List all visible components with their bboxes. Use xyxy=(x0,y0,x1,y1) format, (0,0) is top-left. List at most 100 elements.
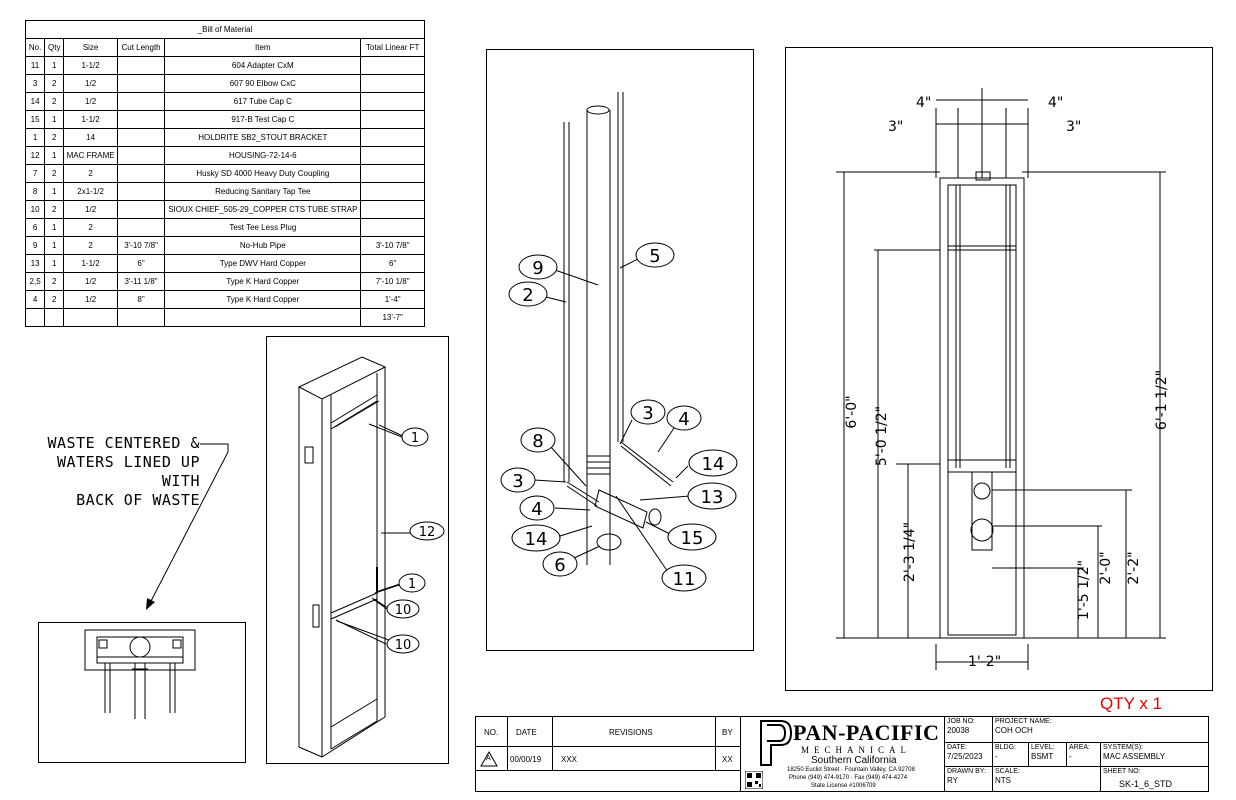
company-phone: Phone (949) 474-9170 · Fax (949) 474-427… xyxy=(789,775,908,781)
bom-cell: 13'-7" xyxy=(360,308,425,327)
top-view-drawing xyxy=(84,629,196,719)
svg-text:1: 1 xyxy=(408,577,416,592)
note-text: WASTE CENTERED & WATERS LINED UP WITH BA… xyxy=(40,434,200,510)
dim-2-3-quarter: 2'-3 1/4" xyxy=(902,522,918,582)
frame-callout-1: 1 xyxy=(368,423,429,447)
callout-11: 11 xyxy=(673,569,696,590)
bom-cell xyxy=(44,308,65,327)
dim-2-0: 2'-0" xyxy=(1098,551,1114,584)
callout-13: 13 xyxy=(701,487,724,508)
project-name-label: PROJECT NAME: xyxy=(995,718,1052,725)
bom-cell: Type K Hard Copper xyxy=(164,272,362,291)
dim-5-0-half: 5'-0 1/2" xyxy=(874,406,890,466)
bom-cell: 14 xyxy=(24,92,46,111)
bom-cell xyxy=(24,308,46,327)
bom-row: 13'-7" xyxy=(24,308,425,327)
level-value: BSMT xyxy=(1031,752,1054,761)
dim-2-2: 2'-2" xyxy=(1126,551,1142,584)
callout-4a: 4 xyxy=(678,409,689,430)
svg-text:12: 12 xyxy=(419,525,436,540)
area-value: - xyxy=(1069,752,1072,761)
system-value: MAC ASSEMBLY xyxy=(1103,752,1166,761)
bom-cell: 6 xyxy=(24,218,46,237)
dimension-view xyxy=(785,47,1213,691)
callout-6: 6 xyxy=(554,555,565,576)
bldg-value: - xyxy=(995,752,998,761)
callout-3a: 3 xyxy=(642,403,653,424)
callout-2: 2 xyxy=(522,285,533,306)
rev-header-no: NO. xyxy=(484,728,499,737)
callout-14a: 14 xyxy=(702,454,725,475)
callout-15: 15 xyxy=(681,528,704,549)
dim-top-left-4: 4" xyxy=(916,95,931,111)
area-label: AREA: xyxy=(1069,744,1091,751)
bom-cell: 2 xyxy=(44,164,65,183)
callout-8: 8 xyxy=(532,431,543,452)
mac-frame-drawing xyxy=(297,356,407,758)
system-label: SYSTEM(S): xyxy=(1103,744,1144,751)
bom-cell: 11 xyxy=(24,56,46,75)
exploded-callouts: 9 5 2 3 4 8 3 14 4 13 14 15 6 xyxy=(500,242,738,592)
level-label: LEVEL: xyxy=(1031,744,1055,751)
callout-9: 9 xyxy=(532,258,543,279)
dimension-drawing xyxy=(836,88,1166,670)
rev-row-revisions: XXX xyxy=(561,755,578,764)
dim-1-2: 1'-2" xyxy=(968,654,1001,670)
note-line-1: WASTE CENTERED & xyxy=(47,434,200,452)
rev-row-by: XX xyxy=(722,755,733,764)
bom-cell: 1 xyxy=(44,146,65,165)
top-view-frame xyxy=(38,622,246,763)
qr-code-icon xyxy=(745,771,763,789)
bom-header-row: No. Qty Size Cut Length Item Total Linea… xyxy=(24,38,425,57)
job-no-value: 20038 xyxy=(947,726,970,735)
company-monogram-icon xyxy=(760,720,793,766)
company-address: 18250 Euclid Street · Fountain Valley, C… xyxy=(787,767,915,773)
rev-row-date: 00/00/19 xyxy=(510,755,542,764)
callout-14b: 14 xyxy=(525,529,548,550)
drawn-by-value: RY xyxy=(947,776,958,785)
frame-callout-1b: 1 xyxy=(375,573,426,593)
job-no-label: JOB NO: xyxy=(947,718,976,725)
callout-4b: 4 xyxy=(531,499,542,520)
scale-label: SCALE: xyxy=(995,768,1020,775)
bom-cell: 7 xyxy=(24,164,46,183)
company-logo: PAN-PACIFIC MECHANICAL Southern Californ… xyxy=(741,717,945,791)
frame-callout-10a: 10 xyxy=(371,597,420,619)
bom-cell xyxy=(116,308,166,327)
bom-cell: 3'-10 7/8" xyxy=(116,236,166,255)
frame-callout-12: 12 xyxy=(384,521,445,541)
dim-top-left-3: 3" xyxy=(888,119,903,135)
bldg-label: BLDG: xyxy=(995,744,1017,751)
note-line-3: BACK OF WASTE xyxy=(76,491,200,509)
note-line-2: WATERS LINED UP WITH xyxy=(57,453,200,490)
dim-1-5-half: 1'-5 1/2" xyxy=(1076,560,1092,620)
bill-of-material-table: _Bill of Material No. Qty Size Cut Lengt… xyxy=(24,20,425,327)
svg-text:1: 1 xyxy=(411,431,419,446)
rev-row-no: A xyxy=(486,755,491,762)
bom-cell: 1 xyxy=(44,254,65,273)
date-label: DATE: xyxy=(947,744,968,751)
rev-header-by: BY xyxy=(722,728,733,737)
dim-6-0: 6'-0" xyxy=(844,395,860,428)
note-leader xyxy=(146,443,229,610)
svg-text:10: 10 xyxy=(395,603,412,618)
bom-title: _Bill of Material xyxy=(25,20,425,38)
drawn-by-label: DRAWN BY: xyxy=(947,768,987,775)
company-name: PAN-PACIFIC xyxy=(793,720,940,745)
bom-cell: 10 xyxy=(24,200,46,219)
exploded-assembly-drawing xyxy=(563,92,674,565)
quantity-label: QTY x 1 xyxy=(1100,694,1163,713)
dimension-labels: 4" 4" 3" 3" 6'-0" 5'-0 1/2" 2'-3 1/4" 1'… xyxy=(844,95,1170,670)
project-name-value: COH OCH xyxy=(995,726,1033,735)
